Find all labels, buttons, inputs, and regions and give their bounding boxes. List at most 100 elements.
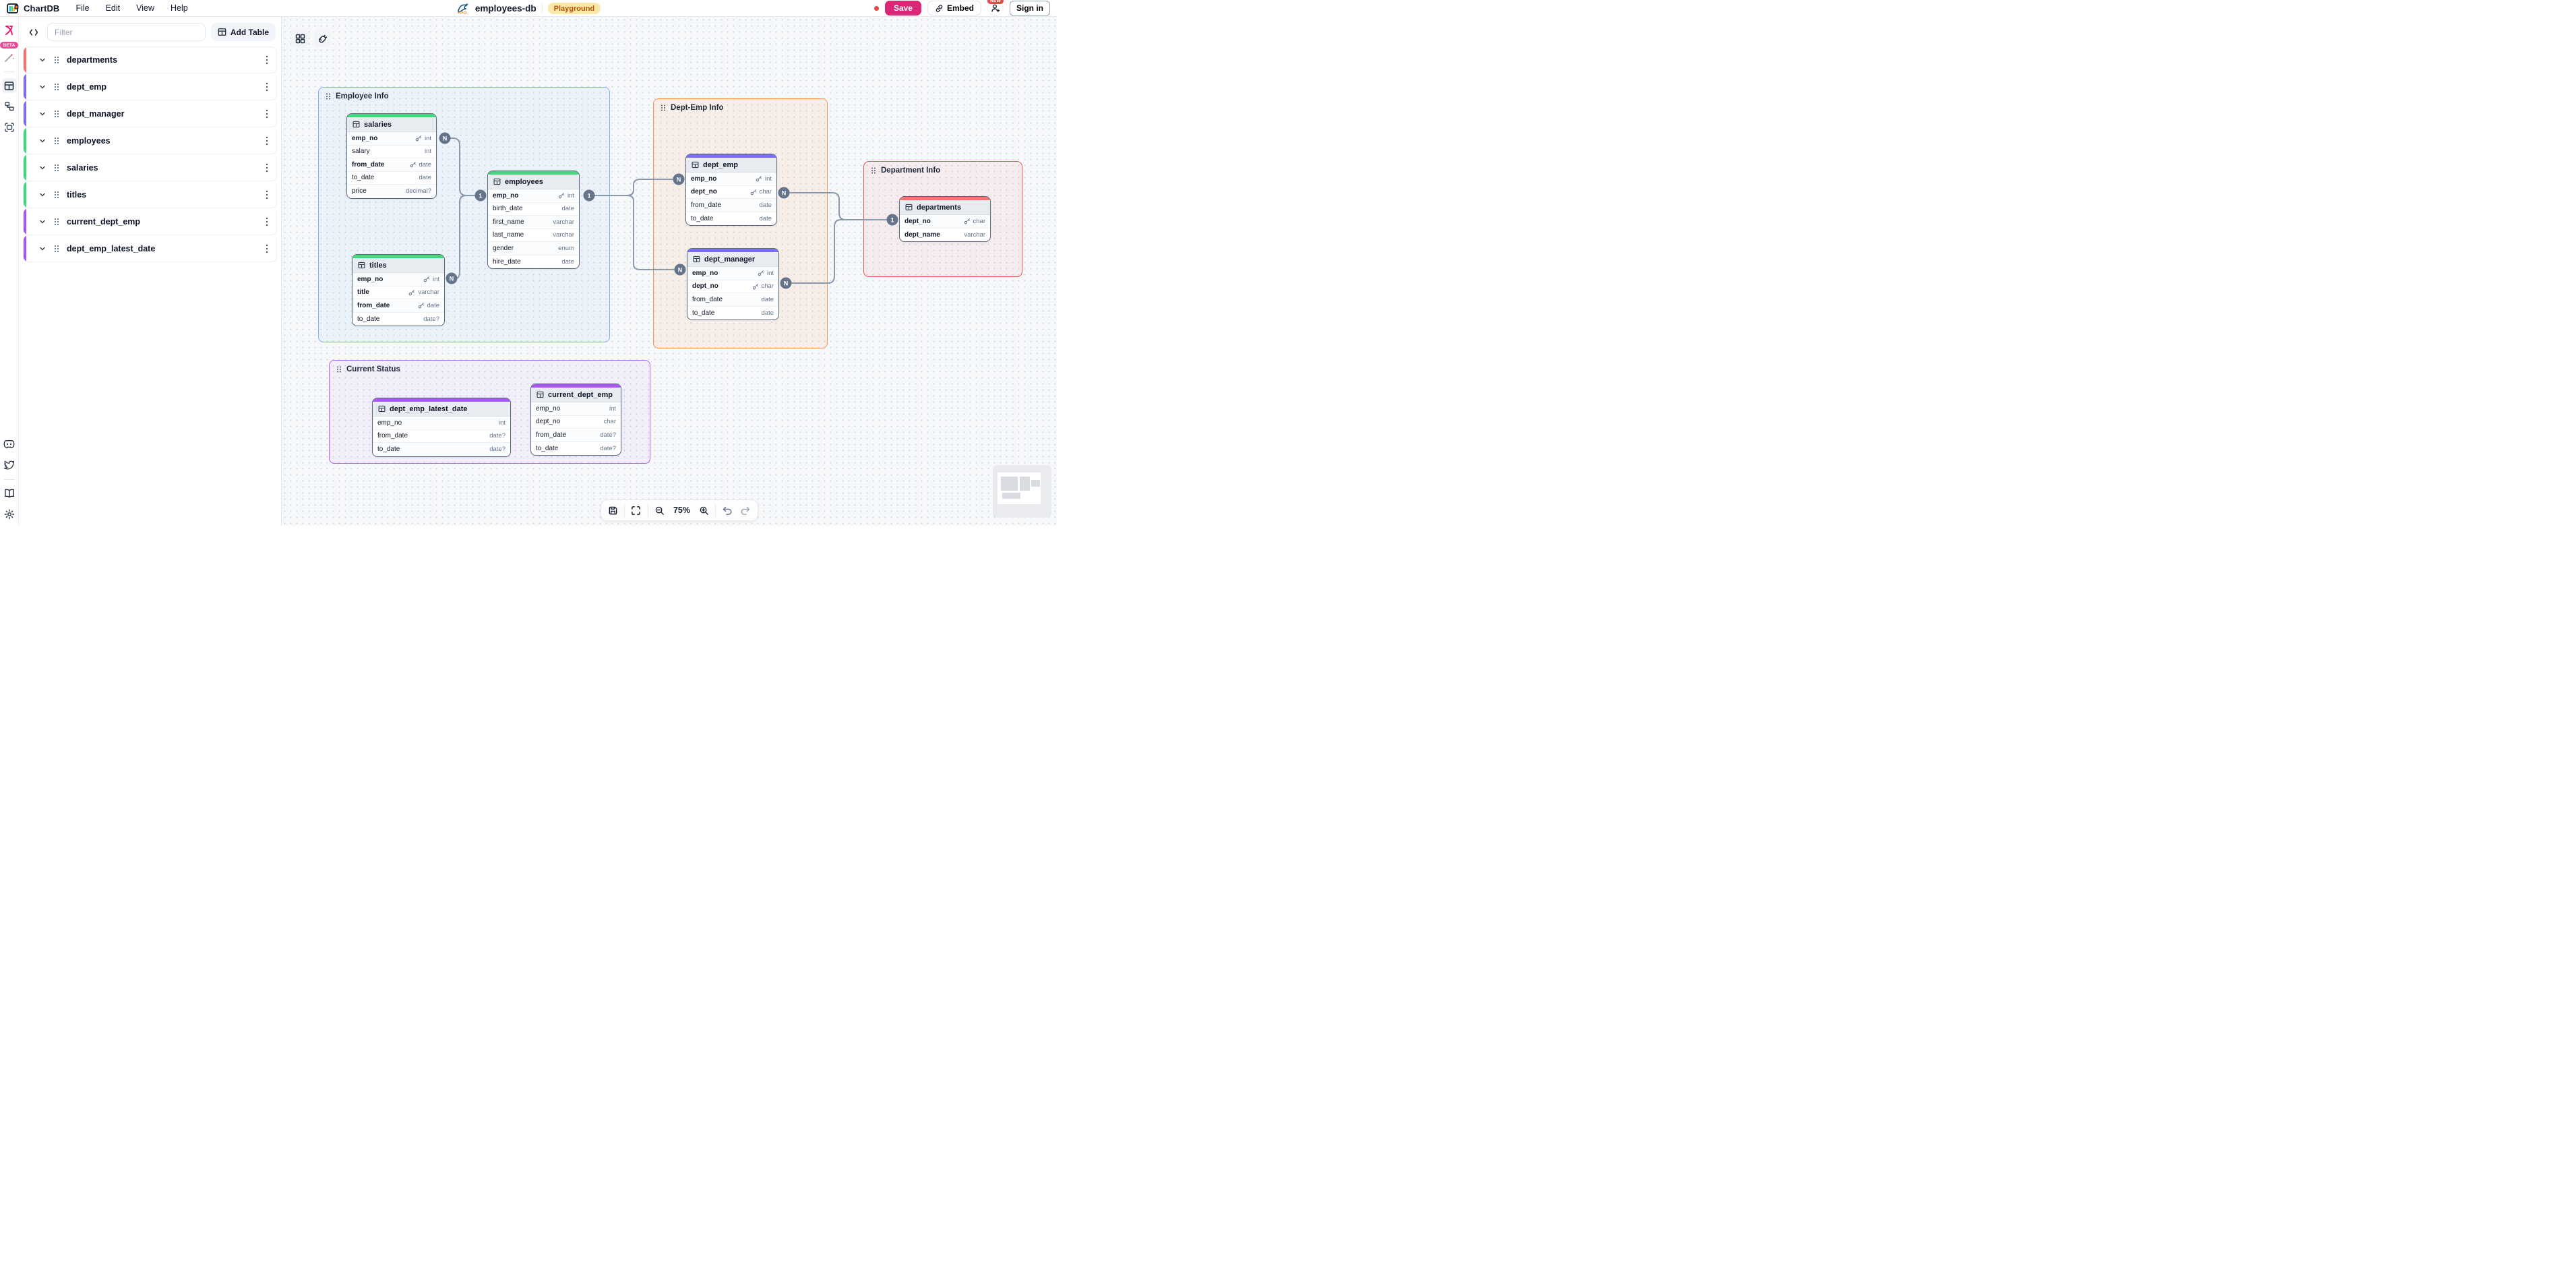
- kebab-menu-icon[interactable]: [266, 163, 268, 173]
- diagram-name[interactable]: employees-db: [474, 3, 536, 13]
- sign-in-button[interactable]: Sign in: [1010, 0, 1050, 16]
- settings-gear-icon[interactable]: [2, 507, 17, 522]
- drag-handle-icon[interactable]: [53, 82, 60, 92]
- drag-handle-icon[interactable]: [53, 163, 60, 173]
- chevron-down-icon[interactable]: [38, 83, 47, 91]
- drag-handle-icon[interactable]: [53, 55, 60, 65]
- filter-input[interactable]: [47, 23, 206, 41]
- fit-view-button[interactable]: [627, 502, 645, 518]
- kebab-menu-icon[interactable]: [266, 82, 268, 92]
- kebab-menu-icon[interactable]: [266, 217, 268, 226]
- sidebar-item-salaries[interactable]: salaries: [23, 154, 277, 181]
- menu-edit[interactable]: Edit: [105, 3, 121, 13]
- kebab-menu-icon[interactable]: [266, 244, 268, 253]
- drag-handle-icon[interactable]: [870, 166, 877, 175]
- drag-handle-icon[interactable]: [53, 109, 60, 119]
- chevron-down-icon[interactable]: [38, 191, 47, 199]
- embed-button[interactable]: Embed: [927, 1, 981, 16]
- kebab-menu-icon[interactable]: [266, 55, 268, 65]
- sidebar-item-employees[interactable]: employees: [23, 127, 277, 154]
- sidebar-item-dept_emp[interactable]: dept_emp: [23, 73, 277, 100]
- menu-view[interactable]: View: [136, 3, 155, 13]
- chevron-down-icon[interactable]: [38, 137, 47, 145]
- drag-handle-icon[interactable]: [53, 136, 60, 146]
- discord-icon[interactable]: [2, 437, 17, 452]
- save-button[interactable]: Save: [884, 1, 921, 16]
- zoom-in-button[interactable]: [695, 502, 713, 518]
- table-header[interactable]: dept_manager: [687, 252, 778, 267]
- add-table-button[interactable]: Add Table: [210, 23, 276, 41]
- drag-handle-icon[interactable]: [53, 190, 60, 200]
- rail-tables-tab[interactable]: [1, 78, 17, 93]
- sidebar-item-current_dept_emp[interactable]: current_dept_emp: [23, 208, 277, 235]
- zoom-level[interactable]: 75%: [673, 506, 690, 515]
- code-view-toggle[interactable]: [26, 24, 42, 40]
- table-header[interactable]: titles: [352, 258, 444, 273]
- drag-handle-icon[interactable]: [336, 365, 342, 373]
- diagram-canvas[interactable]: Employee Info Dept-Emp Info Department I…: [282, 17, 1057, 526]
- rail-relationships-tab[interactable]: [2, 99, 17, 114]
- chevron-down-icon[interactable]: [38, 245, 47, 253]
- snap-magnet-button[interactable]: [313, 30, 331, 47]
- table-header[interactable]: dept_emp: [686, 158, 776, 173]
- table-header[interactable]: current_dept_emp: [531, 388, 621, 402]
- chevron-down-icon[interactable]: [38, 218, 47, 226]
- chartdb-pink-logo-icon[interactable]: [2, 23, 17, 38]
- table-header[interactable]: dept_emp_latest_date: [373, 402, 510, 417]
- drag-handle-icon[interactable]: [660, 104, 667, 112]
- twitter-icon[interactable]: [2, 458, 17, 472]
- drag-handle-icon[interactable]: [53, 217, 60, 226]
- layout-grid-button[interactable]: [291, 30, 309, 47]
- redo-button[interactable]: [737, 502, 755, 518]
- minimap[interactable]: [993, 465, 1051, 518]
- table-header[interactable]: employees: [488, 175, 579, 189]
- chevron-down-icon[interactable]: [38, 56, 47, 64]
- sidebar-item-titles[interactable]: titles: [23, 181, 277, 208]
- chevron-down-icon[interactable]: [38, 164, 47, 172]
- invite-user-button[interactable]: NEW: [987, 0, 1004, 16]
- drag-handle-icon[interactable]: [325, 92, 332, 100]
- magic-wand-icon[interactable]: [2, 50, 17, 65]
- drag-handle-icon[interactable]: [53, 244, 60, 253]
- save-diagram-button[interactable]: [604, 502, 622, 518]
- sidebar-item-dept_manager[interactable]: dept_manager: [23, 100, 277, 127]
- menu-help[interactable]: Help: [171, 3, 188, 13]
